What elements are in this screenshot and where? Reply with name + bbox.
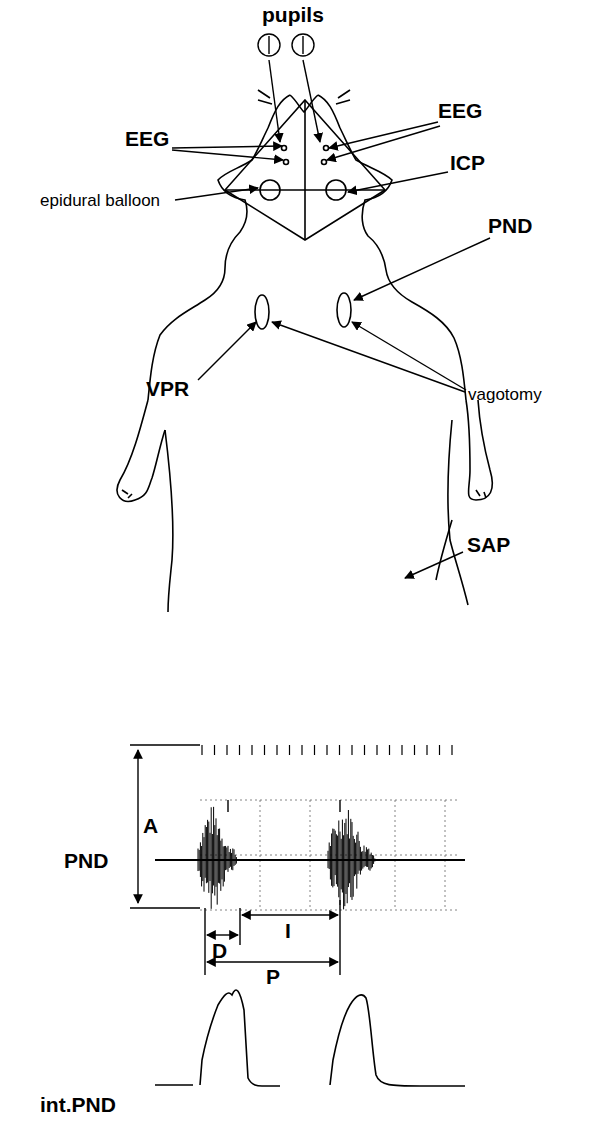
pnd-trace	[130, 745, 465, 1086]
signal-name: PND	[64, 850, 108, 871]
part-name: epidural balloon	[40, 192, 160, 209]
signal-name: int.PND	[40, 1094, 116, 1115]
cat-outline	[117, 90, 492, 612]
measure-letter: A	[143, 815, 158, 836]
signal-name: ICP	[450, 152, 485, 173]
leader-line	[172, 60, 490, 578]
signal-name: PND	[488, 215, 532, 236]
measure-letter: I	[285, 920, 291, 941]
label-pupils: pupils	[262, 4, 324, 25]
procedure-name: vagotomy	[468, 386, 542, 403]
signal-name: EEG	[125, 128, 169, 149]
pupil-symbol	[258, 34, 314, 56]
integrated-trace	[155, 990, 465, 1086]
signal-name: SAP	[467, 534, 510, 555]
measure-letter: P	[266, 966, 280, 987]
measure-letter: D	[212, 940, 227, 961]
signal-name: VPR	[146, 378, 189, 399]
signal-name: EEG	[438, 100, 482, 121]
